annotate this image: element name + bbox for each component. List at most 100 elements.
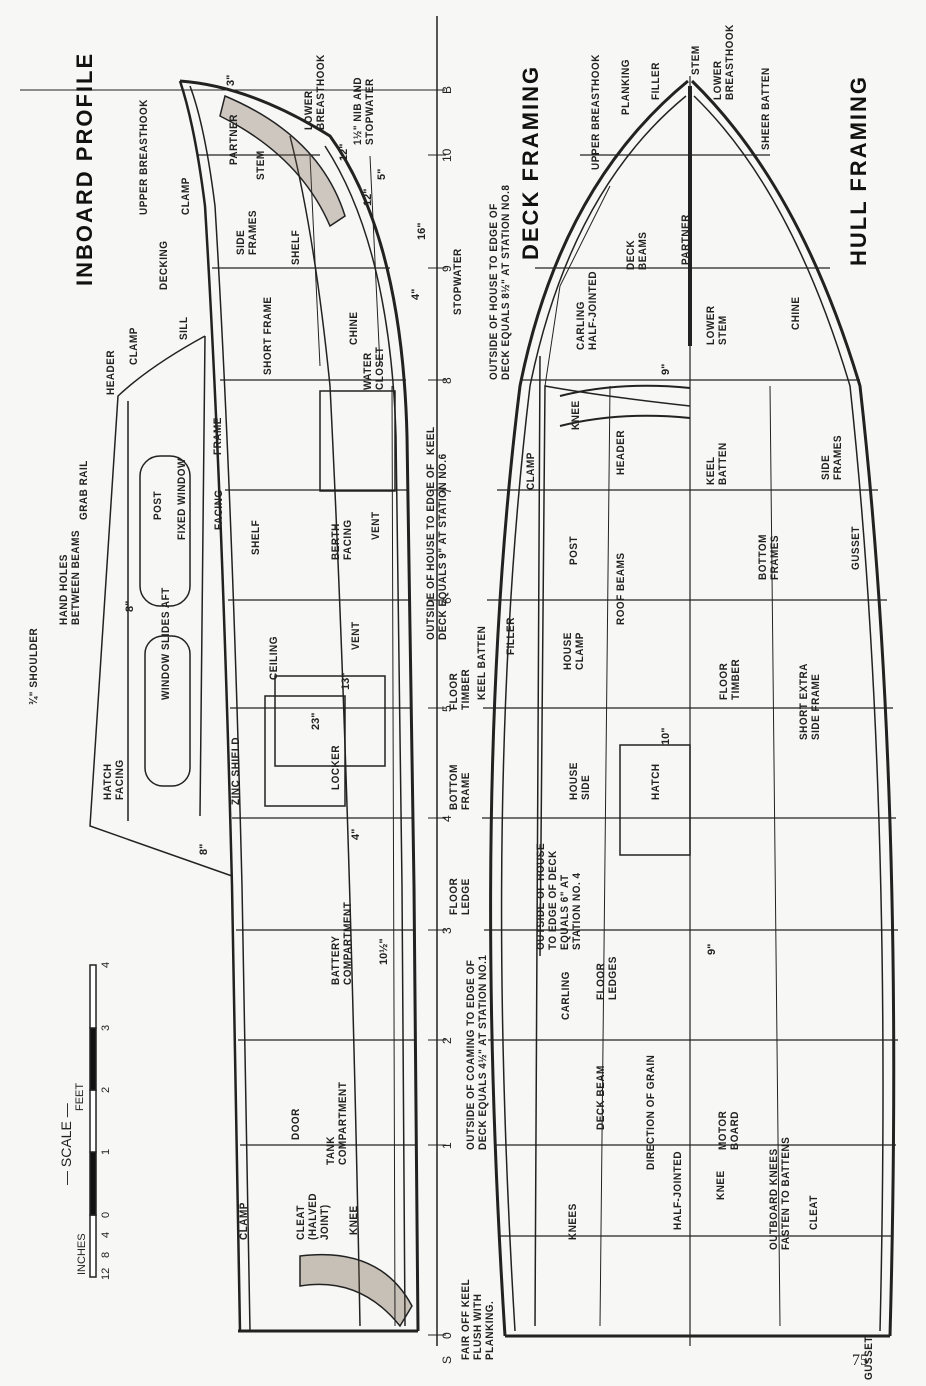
profile-label: BOTTOM FRAME (448, 764, 472, 810)
deck-label: HALF-JOINTED (672, 1150, 684, 1230)
deck-label: FILLER (505, 617, 517, 655)
profile-dimension: 16" (416, 222, 428, 240)
deck-framing-title: DECK FRAMING (518, 64, 543, 260)
station-label: B (440, 85, 454, 94)
station-label: 10 (440, 148, 454, 162)
profile-dimension: 12" (362, 188, 374, 206)
deck-label: ROOF BEAMS (615, 552, 627, 625)
profile-label: GRAB RAIL (78, 460, 90, 520)
profile-dimension: 23" (310, 712, 322, 730)
scale-feet-tick: 4 (100, 961, 112, 968)
profile-label: HAND HOLES BETWEEN BEAMS (58, 529, 82, 625)
profile-label: FLOOR LEDGE (448, 877, 472, 915)
profile-note: OUTSIDE OF HOUSE TO EDGE OF DECK EQUALS … (488, 184, 512, 380)
profile-label: LOCKER (330, 744, 342, 790)
profile-label: STOPWATER (452, 248, 464, 315)
scale-title: — SCALE — (58, 1103, 74, 1185)
hull-label: SHORT EXTRA SIDE FRAME (798, 663, 822, 740)
profile-label: SILL (178, 316, 190, 340)
profile-note: OUTSIDE OF HOUSE TO EDGE OF DECK EQUALS … (425, 453, 449, 640)
scale-feet-tick: 1 (100, 1148, 112, 1155)
scale-bar (89, 964, 97, 1278)
hull-label: SIDE FRAMES (820, 434, 844, 480)
profile-label: WINDOW SLIDES AFT (160, 587, 172, 700)
profile-label: PARTNER (228, 114, 240, 165)
deck-label: DECK BEAM (595, 1065, 607, 1130)
profile-label: VENT (350, 621, 362, 650)
profile-label: HATCH FACING (102, 759, 126, 800)
scale-inch-tick: 12 (100, 1267, 112, 1280)
deck-label: HOUSE SIDE (568, 762, 592, 800)
scale-feet-tick: 2 (100, 1086, 112, 1093)
hull-label: FLOOR TIMBER (718, 658, 742, 700)
station-label: 1 (440, 1142, 454, 1149)
profile-label: FACING (213, 489, 225, 530)
profile-label: TANK COMPARTMENT (325, 1081, 349, 1165)
profile-label: SHORT FRAME (262, 296, 274, 375)
profile-frames (198, 154, 415, 1146)
chine-line (289, 135, 361, 1327)
scale-inch-tick: 0 (100, 1211, 112, 1218)
profile-label: FRAME (212, 417, 224, 455)
hull-label: KEEL BATTEN (705, 442, 729, 485)
header (559, 384, 691, 427)
profile-dimension: 4" (410, 288, 422, 300)
profile-label: CHINE (348, 311, 360, 345)
profile-label: LOWER BREASTHOOK (303, 54, 327, 130)
scale-feet-label: FEET (74, 1082, 86, 1111)
profile-label: VENT (370, 511, 382, 540)
profile-label: ¾" SHOULDER (28, 627, 40, 705)
station-ticks (428, 154, 446, 1336)
profile-label: BERTH FACING (330, 519, 354, 560)
profile-label: KEEL (425, 426, 437, 455)
deck-label: CLAMP (525, 452, 537, 490)
profile-label: HEADER (105, 349, 117, 395)
hull-label: FILLER (650, 62, 662, 100)
profile-label: SIDE FRAMES (235, 209, 259, 255)
deck-note: OUTSIDE OF HOUSE TO EDGE OF DECK EQUALS … (535, 842, 583, 950)
station-label: 8 (440, 377, 454, 384)
profile-dimension: 10½" (378, 938, 390, 965)
hull-label: LOWER BREASTHOOK (712, 24, 736, 100)
profile-label: POST (152, 490, 164, 520)
scale-inch-tick: 4 (100, 1231, 112, 1238)
hull-label: CHINE (790, 296, 802, 330)
scale-feet-tick: 3 (100, 1024, 112, 1031)
hull-label: PARTNER (680, 214, 692, 265)
hull-label: LOWER STEM (705, 305, 729, 345)
hatch-outline (619, 744, 691, 856)
profile-label: KNEE (348, 1205, 360, 1235)
hull-label: STEM (690, 45, 702, 75)
deck-label: POST (568, 535, 580, 565)
deck-dimension: 9" (660, 363, 672, 375)
profile-dimension: 13" (340, 672, 352, 690)
station-label: 2 (440, 1037, 454, 1044)
profile-label: CLAMP (128, 327, 140, 365)
deck-label: CLEAT (808, 1195, 820, 1230)
profile-label: KEEL BATTEN (476, 625, 488, 700)
scale-inch-tick: 8 (100, 1251, 112, 1258)
hull-label: GUSSET (850, 526, 862, 570)
keel-line (179, 79, 420, 1332)
deck-label: MOTOR BOARD (717, 1110, 741, 1150)
profile-dimension: 5" (376, 168, 388, 180)
profile-dimension: 8" (198, 843, 210, 855)
station-label: S (440, 1355, 454, 1364)
deck-label: DIRECTION OF GRAIN (645, 1054, 657, 1170)
hull-label: BOTTOM FRAMES (757, 534, 781, 580)
hull-label: UPPER BREASTHOOK (590, 54, 602, 170)
profile-label: STEM (255, 150, 267, 180)
deck-label: CARLING (560, 971, 572, 1020)
deck-edge (489, 79, 689, 1337)
hull-framing-title: HULL FRAMING (846, 74, 871, 266)
profile-label: DECKING (158, 240, 170, 290)
hull-edge (690, 79, 896, 1337)
deck-dimension: 9" (706, 943, 718, 955)
profile-label: CLAMP (180, 177, 192, 215)
profile-label: CLEAT (HALVED JOINT) (295, 1192, 331, 1240)
plan-view-drawing (482, 76, 898, 1346)
profile-label: DOOR (290, 1108, 302, 1140)
profile-label: FLOOR TIMBER (448, 668, 472, 710)
